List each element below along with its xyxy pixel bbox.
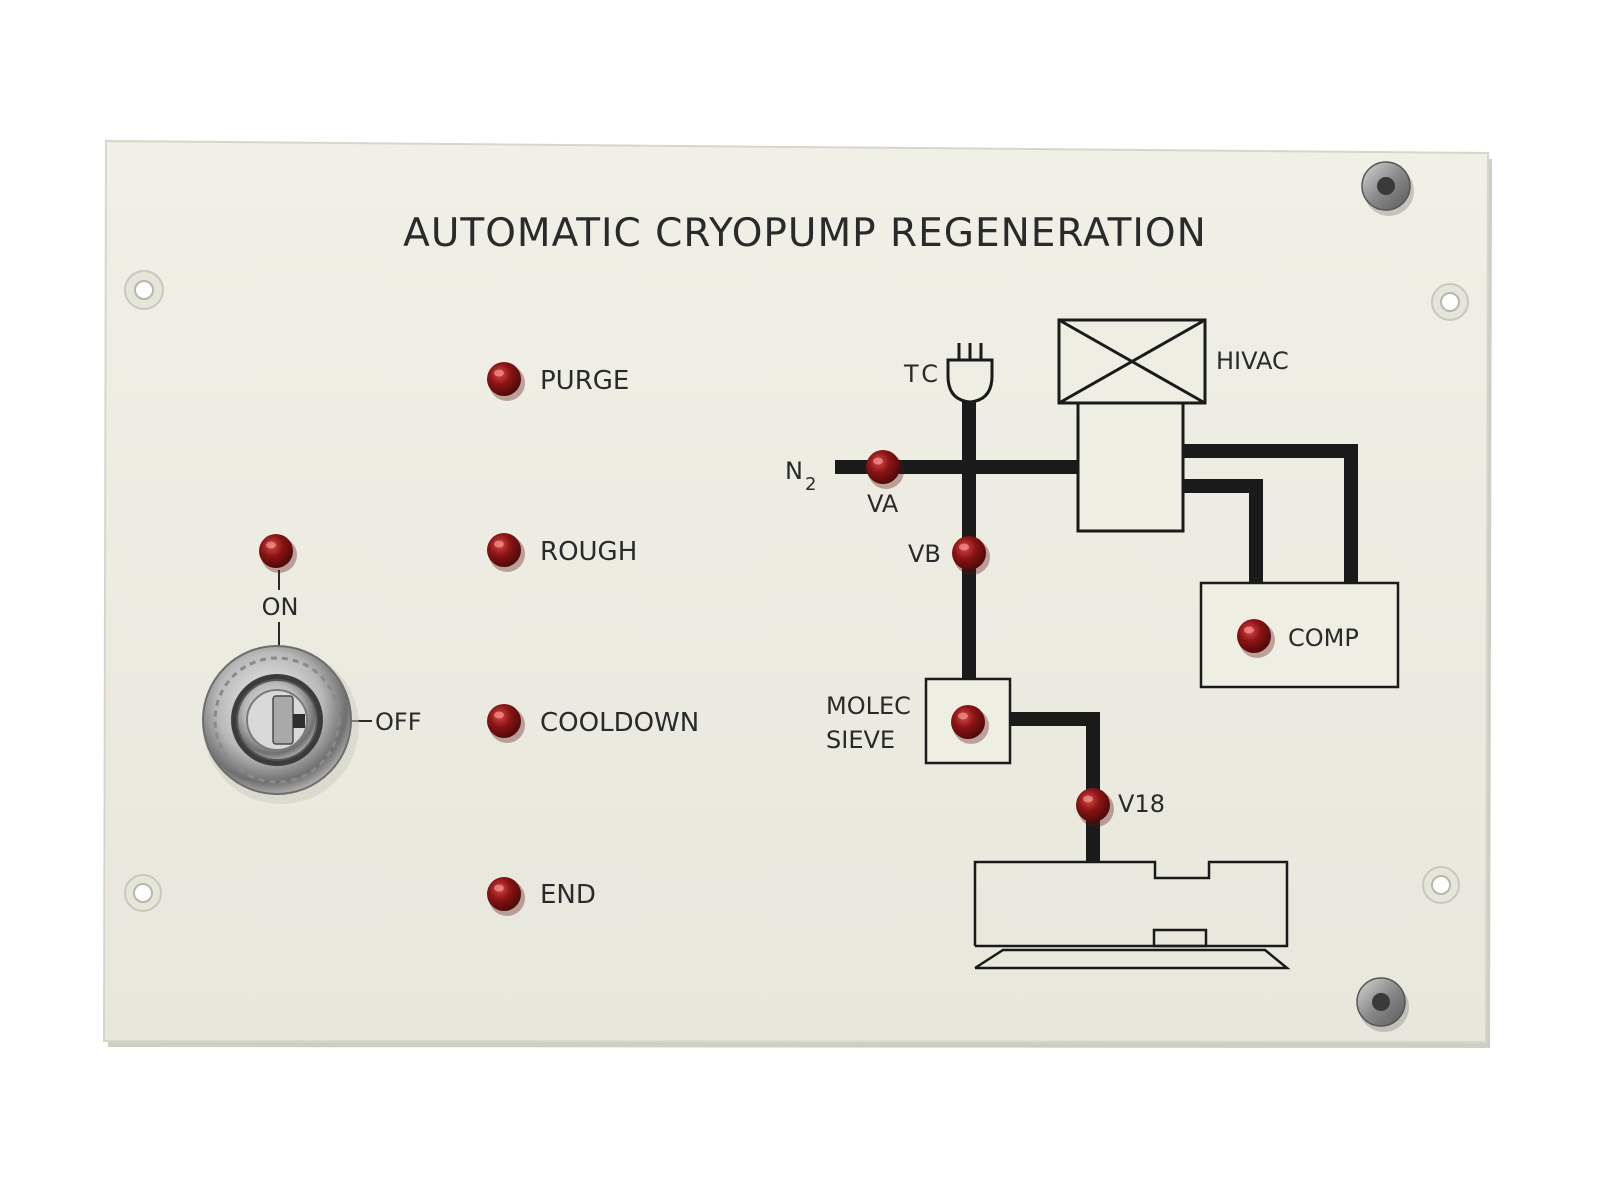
rough-label: ROUGH [540,537,637,567]
standoff-icon [1356,977,1409,1032]
standoffs [1356,161,1414,1032]
cooldown-label: COOLDOWN [540,708,699,738]
va-valve-led [866,450,904,489]
purge-indicator: PURGE [487,362,629,401]
mounting-hole-icon [124,874,162,912]
molec-sieve-led [951,705,989,744]
tc-gauge-icon [946,343,994,404]
molec-label: MOLEC [826,692,911,720]
v18-label: V18 [1118,790,1165,818]
purge-led [487,362,525,401]
hivac-label: HIVAC [1216,347,1289,375]
rough-indicator: ROUGH [487,533,637,572]
standoff-icon [1361,161,1414,216]
end-indicator: END [487,877,596,916]
mounting-holes [124,270,1469,912]
n2-label: N 2 [785,457,816,495]
va-label: VA [867,490,899,518]
mounting-hole-icon [1431,283,1469,321]
purge-label: PURGE [540,366,629,396]
v18-valve-led [1076,788,1114,827]
off-label: OFF [375,708,422,736]
n2-label-main: N [785,457,803,485]
key-lock-switch[interactable] [202,645,359,804]
panel-title: AUTOMATIC CRYOPUMP REGENERATION [403,211,1207,256]
on-label: ON [262,593,299,621]
power-indicator-led [259,534,297,573]
status-led-column: PURGE ROUGH COOLDOWN END [487,362,699,916]
compressor-box [1199,581,1400,689]
comp-label: COMP [1288,624,1359,652]
vb-valve-led [952,536,990,575]
vb-label: VB [908,540,941,568]
n2-label-sub: 2 [805,474,816,495]
sieve-label: SIEVE [826,726,895,754]
cooldown-indicator: COOLDOWN [487,704,699,743]
keyhole-icon [272,695,294,745]
mounting-hole-icon [124,270,164,310]
cooldown-led [487,704,525,743]
hivac-valve-icon [1057,318,1207,405]
comp-led [1237,619,1275,658]
rough-pump-icon [973,860,1291,970]
end-label: END [540,880,596,910]
end-led [487,877,525,916]
cryopump-body [1076,401,1185,533]
key-switch-group: ON OFF [202,534,422,804]
tc-label: TC [903,360,942,388]
schematic-diagram: TC N 2 VA VB HIVAC COMP MOLEC SIEVE V18 [785,318,1400,970]
rough-led [487,533,525,572]
mounting-hole-icon [1422,866,1460,904]
